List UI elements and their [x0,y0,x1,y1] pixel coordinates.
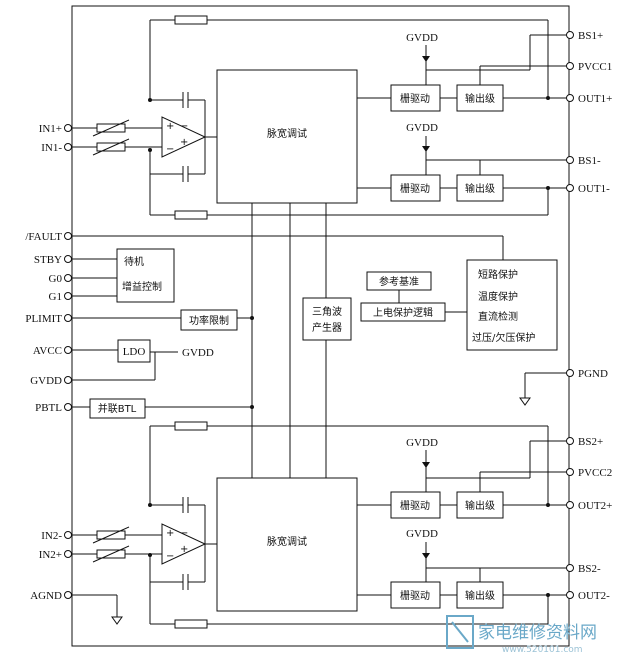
dc-detect-label: 直流检测 [478,310,518,323]
pin-in2m: IN2- [41,530,62,542]
ov-uv-protect-label: 过压/欠压保护 [472,331,535,344]
pwm-label-1: 脉宽调试 [267,127,307,140]
feedback-resistor-top-2 [174,421,208,431]
gate-driver-label-1p: 栅驱动 [400,92,430,105]
triangle-generator [302,297,352,341]
pin-in1p: IN1+ [39,123,62,135]
feedback-resistor-bottom-2 [174,619,208,629]
triangle-label-2: 产生器 [312,321,342,334]
svg-text:−: − [166,144,174,155]
pwm-label-2: 脉宽调试 [267,535,307,548]
gate-driver-1p [390,84,441,112]
pin-out2p: OUT2+ [578,500,612,512]
standby-label: 待机 [124,255,144,268]
parallel-btl-label: 并联BTL [98,402,137,415]
parallel-btl-block [89,398,146,419]
pin-pvcc2: PVCC2 [578,467,612,479]
gate-driver-2p [390,491,441,519]
opamp-1 [161,116,207,158]
reference-label: 参考基准 [379,275,419,288]
pin-gvdd: GVDD [30,375,62,387]
watermark-text: 家电维修资料网 [478,623,597,643]
standby-gain-block [116,248,175,303]
pin-out1p: OUT1+ [578,93,612,105]
opamp-2 [161,523,207,565]
short-protect-label: 短路保护 [478,268,518,281]
svg-text:−: − [180,528,188,539]
ldo-block [117,339,151,363]
pin-pbtl: PBTL [35,402,62,414]
power-on-protect-label: 上电保护逻辑 [373,306,433,319]
svg-text:+: + [180,544,188,555]
pin-bs1p: BS1+ [578,30,603,42]
power-limit-block [180,309,238,331]
svg-text:+: + [180,137,188,148]
protection-block [466,259,558,351]
pin-fault: /FAULT [25,231,62,243]
gate-driver-label-2p: 栅驱动 [400,499,430,512]
gain-control-label: 增益控制 [122,280,162,293]
pin-agnd: AGND [30,590,62,602]
output-stage-label-2m: 输出级 [465,589,495,602]
gvdd-label-2p: GVDD [406,437,438,449]
gate-driver-label-1m: 栅驱动 [400,182,430,195]
feedback-resistor-bottom [174,210,208,220]
triangle-label-1: 三角波 [312,305,342,318]
pwm-block-1 [216,69,358,204]
feedback-resistor-top [174,15,208,25]
gate-driver-label-2m: 栅驱动 [400,589,430,602]
gvdd-label-1p: GVDD [406,32,438,44]
svg-text:−: − [166,551,174,562]
output-stage-label-1p: 输出级 [465,92,495,105]
gvdd-label-1m: GVDD [406,122,438,134]
pin-plimit: PLIMIT [25,313,62,325]
power-limit-label: 功率限制 [189,314,229,327]
pin-in2p: IN2+ [39,549,62,561]
pin-g0: G0 [49,273,63,285]
gvdd-label-2m: GVDD [406,528,438,540]
pin-out1m: OUT1- [578,183,610,195]
watermark-url: www.520101.com [502,645,583,655]
output-stage-label-2p: 输出级 [465,499,495,512]
svg-text:−: − [180,121,188,132]
pin-bs1m: BS1- [578,155,601,167]
watermark-logo [446,615,474,649]
chip-outline [71,5,570,647]
gate-driver-1m [390,174,441,202]
svg-text:+: + [166,121,174,132]
pin-pgnd: PGND [578,368,608,380]
pin-bs2m: BS2- [578,563,601,575]
pin-out2m: OUT2- [578,590,610,602]
pin-stby: STBY [34,254,62,266]
ldo-gvdd-label: GVDD [182,347,214,359]
pin-g1: G1 [49,291,62,303]
temp-protect-label: 温度保护 [478,290,518,303]
pin-in1m: IN1- [41,142,62,154]
pin-bs2p: BS2+ [578,436,603,448]
pin-avcc: AVCC [33,345,62,357]
output-stage-label-1m: 输出级 [465,182,495,195]
ldo-label: LDO [123,346,146,358]
pin-pvcc1: PVCC1 [578,61,612,73]
svg-text:+: + [166,528,174,539]
pwm-block-2 [216,477,358,612]
